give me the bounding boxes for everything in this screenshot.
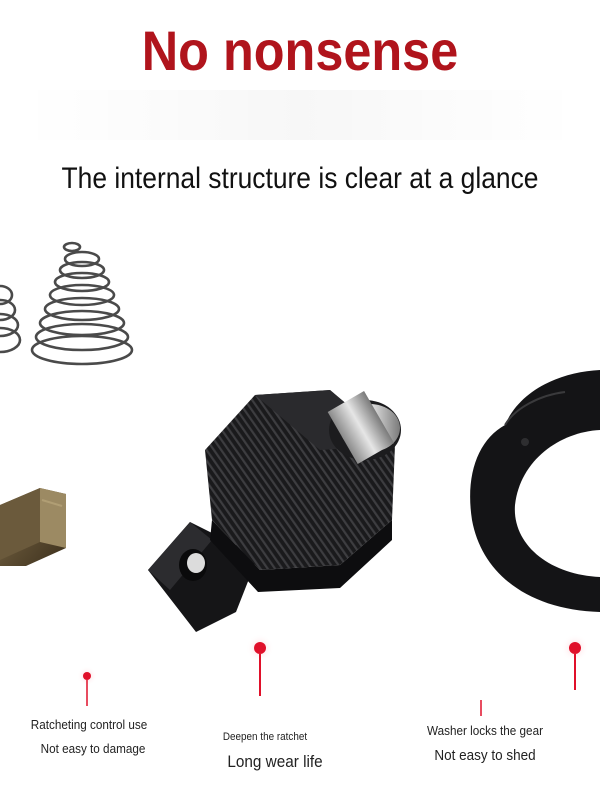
callout-3-subtitle: Not easy to shed [434,747,536,764]
headline: No nonsense [141,19,459,82]
faint-background-text [20,90,580,140]
ratchet-gear-image [148,390,401,632]
marker-dot-icon [77,666,97,706]
marker-dot-icon [246,634,274,696]
callout-1-title: Ratcheting control use [30,717,148,732]
callout-3-title: Washer locks the gear [427,723,543,738]
pawl-image [0,488,66,566]
subheadline: The internal structure is clear at a gla… [61,162,539,195]
spring-image [0,241,134,366]
callout-2-subtitle: Long wear life [227,752,323,771]
washer-image [470,370,600,612]
callout-2-title: Deepen the ratchet [222,731,308,743]
callout-1-subtitle: Not easy to damage [40,741,146,756]
marker-dot-icon [561,634,589,690]
